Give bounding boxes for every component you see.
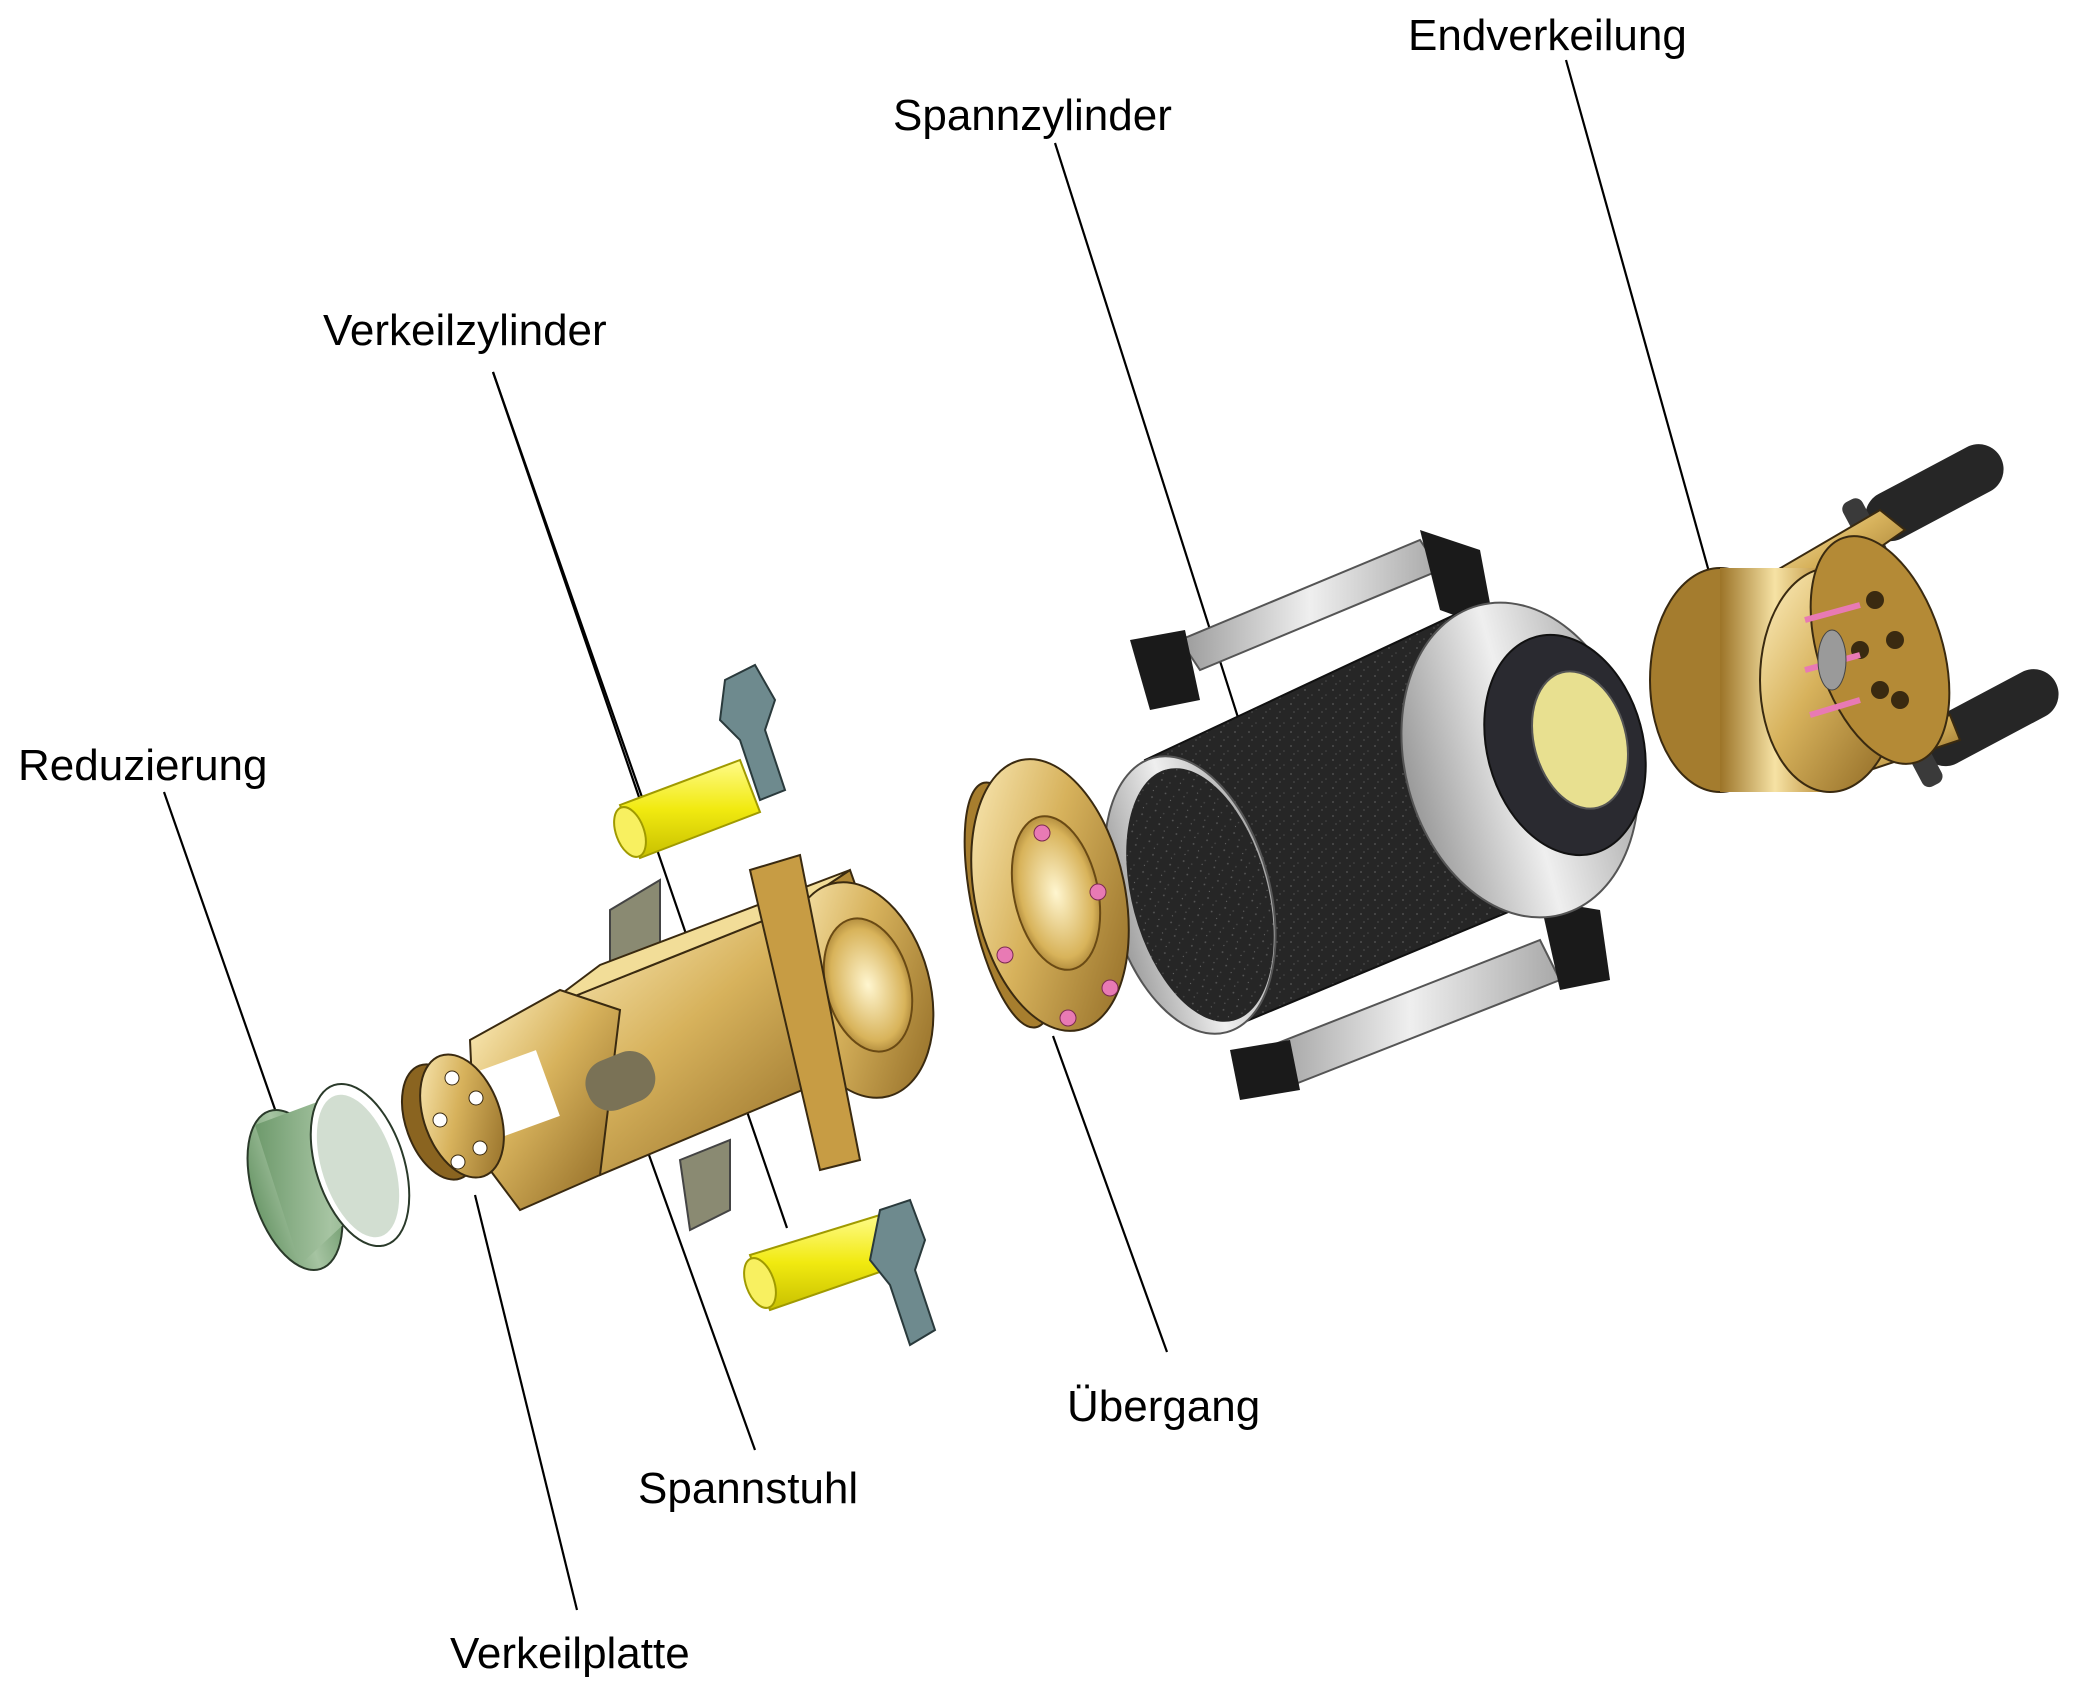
flange-hole: [1866, 591, 1884, 609]
leader-verkeilplatte: [473, 1194, 579, 1611]
label-spannzylinder: Spannzylinder: [893, 91, 1172, 140]
label-endverkeilung: Endverkeilung: [1408, 11, 1687, 60]
pin-dot: [1101, 979, 1119, 997]
uebergang-part: [963, 758, 1130, 1032]
plate-hole: [472, 1140, 488, 1156]
spannzylinder-part: [1103, 530, 1647, 1100]
plate-hole: [444, 1070, 460, 1086]
pin-dot: [1033, 824, 1051, 842]
label-uebergang: Übergang: [1067, 1382, 1260, 1431]
plate-hole: [432, 1112, 448, 1128]
label-spannstuhl: Spannstuhl: [638, 1464, 858, 1513]
pin-dot: [1089, 883, 1107, 901]
pin-dot: [1059, 1009, 1077, 1027]
spannstuhl-part: [468, 853, 935, 1232]
label-verkeilzylinder: Verkeilzylinder: [323, 306, 607, 355]
verkeilzylinder-lower: [743, 1198, 937, 1347]
leader-verkeilzylinder-b: [491, 371, 645, 801]
endverkeilung-part: [1649, 444, 2059, 793]
flange-hole: [1886, 631, 1904, 649]
pin-dot: [996, 946, 1014, 964]
flange-hole: [1871, 681, 1889, 699]
leader-reduzierung: [162, 791, 280, 1119]
leader-uebergang: [1051, 1035, 1169, 1353]
plate-hole: [468, 1090, 484, 1106]
label-verkeilplatte: Verkeilplatte: [450, 1629, 690, 1678]
label-reduzierung: Reduzierung: [18, 741, 268, 790]
flange-hole: [1891, 691, 1909, 709]
slot: [585, 1050, 656, 1111]
leader-spannzylinder: [1053, 142, 1272, 819]
reduzierung-part: [246, 1082, 411, 1271]
verkeilzylinder-upper: [613, 663, 787, 860]
plate-hole: [450, 1154, 466, 1170]
leader-spannstuhl: [638, 1129, 757, 1451]
leader-endverkeilung: [1564, 59, 1737, 666]
verkeilplatte-part: [401, 1053, 505, 1181]
